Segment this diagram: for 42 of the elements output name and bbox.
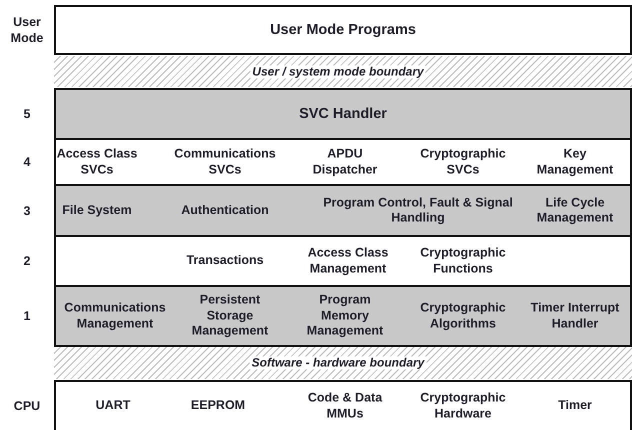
boundary-band [54, 347, 632, 379]
module-label: Cryptographic SVCs [419, 146, 507, 178]
module-label: Cryptographic Hardware [419, 390, 507, 422]
module-label: EEPROM [190, 398, 246, 414]
layer-band [54, 88, 632, 140]
module-label: Timer Interrupt Handler [530, 300, 620, 332]
layer-number: 3 [22, 202, 32, 219]
boundary-label: Software - hardware boundary [250, 356, 426, 370]
module-label: Program Memory Management [306, 292, 384, 340]
layer-band [54, 138, 632, 186]
layer-band [54, 285, 632, 347]
module-label: Communications Management [63, 300, 167, 332]
layer-band [54, 235, 632, 287]
module-label: File System [61, 202, 133, 218]
layer-number: 1 [22, 308, 32, 324]
module-label: Life Cycle Management [536, 194, 614, 226]
module-label: UART [94, 398, 132, 414]
module-label: Timer [557, 398, 593, 414]
layer-number: 2 [22, 252, 32, 270]
layer-number: User Mode [10, 14, 44, 46]
module-label: Access Class Management [306, 245, 390, 277]
layer-band [54, 5, 632, 55]
module-label: Cryptographic Functions [419, 245, 507, 277]
module-label: Communications SVCs [173, 146, 277, 178]
module-label: Authentication [180, 202, 270, 218]
layer-band [54, 184, 632, 237]
layer-number: 4 [22, 154, 32, 170]
module-label: Access Class SVCs [56, 146, 138, 178]
boundary-band [54, 56, 632, 87]
module-label: Program Control, Fault & Signal Handling [322, 194, 514, 226]
module-label: Code & Data MMUs [306, 390, 384, 422]
layer-title: SVC Handler [299, 104, 387, 124]
boundary-label: User / system mode boundary [250, 64, 426, 78]
module-label: Persistent Storage Management [190, 292, 270, 340]
module-label: Cryptographic Algorithms [419, 300, 507, 332]
module-label: Key Management [536, 146, 614, 178]
layer-title: User Mode Programs [270, 20, 416, 40]
layer-number: 5 [22, 106, 32, 122]
layer-number: CPU [12, 398, 42, 414]
layer-band [54, 380, 632, 430]
module-label: APDU Dispatcher [312, 146, 378, 178]
module-label: Transactions [185, 253, 265, 269]
